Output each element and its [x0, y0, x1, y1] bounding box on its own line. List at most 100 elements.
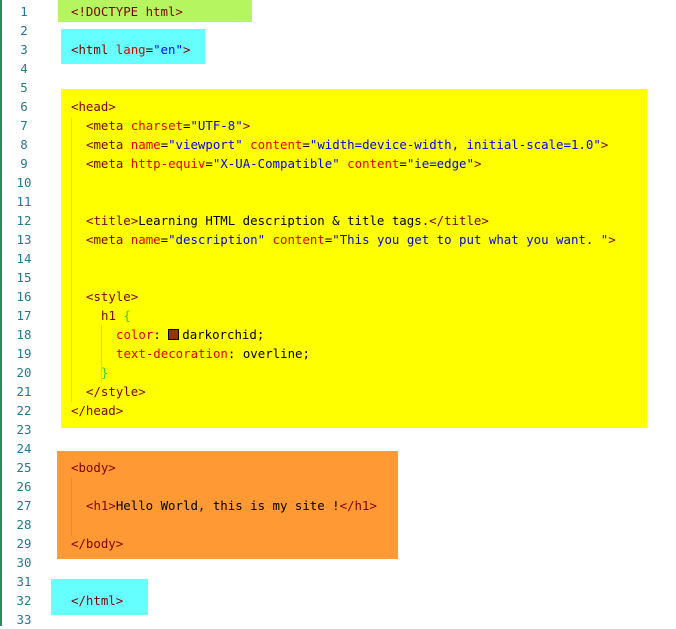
code-line-style-open: <style>: [86, 287, 138, 306]
title-tag-token: <title>: [86, 213, 139, 228]
line-number: 19: [16, 346, 32, 361]
code-line-selector: h1 {: [101, 306, 131, 325]
bracket-token: >: [608, 232, 616, 247]
code-line-meta-compat: <meta http-equiv="X-UA-Compatible" conte…: [86, 156, 482, 171]
colon-token: :: [153, 327, 169, 342]
string-token: "description": [168, 232, 266, 247]
attr-token: content: [347, 156, 400, 171]
code-line-head-open: <head>: [71, 97, 116, 116]
line-number: 5: [20, 80, 28, 95]
meta-tag-token: <meta: [86, 118, 124, 133]
line-number: 8: [20, 137, 28, 152]
attr-token: content: [250, 137, 303, 152]
line-number: 17: [16, 308, 32, 323]
line-number: 6: [20, 99, 28, 114]
color-swatch-icon[interactable]: [168, 329, 180, 340]
code-line-doctype: <!DOCTYPE html>: [71, 2, 183, 21]
style-close-token: </style>: [86, 384, 146, 399]
property-token: text-decoration: [116, 346, 228, 361]
code-line-body-open: <body>: [71, 458, 116, 477]
string-token: "UTF-8": [190, 118, 243, 133]
bracket-token: >: [182, 42, 191, 57]
style-tag-token: <style>: [86, 289, 139, 304]
line-number: 22: [16, 403, 32, 418]
code-line-body-close: </body>: [71, 534, 123, 553]
selector-token: h1: [101, 308, 116, 323]
code-line-meta-charset: <meta charset="UTF-8">: [86, 118, 251, 133]
h1-tag-token: <h1>: [86, 498, 116, 513]
attr-token: lang: [115, 42, 146, 57]
head-section-highlight: [61, 89, 647, 428]
title-text-token: Learning HTML description & title tags.: [138, 213, 430, 228]
value-token: overline: [242, 346, 303, 361]
line-number: 31: [16, 574, 32, 589]
html-tag-token: <html: [71, 42, 109, 57]
code-line-html-close: </html>: [71, 591, 123, 610]
code-line-color-prop: color: darkorchid;: [116, 325, 264, 344]
value-token: darkorchid: [182, 327, 257, 342]
line-number: 16: [16, 289, 32, 304]
line-number: 7: [20, 118, 28, 133]
doctype-token: <!DOCTYPE html>: [71, 4, 183, 19]
attr-token: name: [130, 232, 161, 247]
attr-token: name: [130, 137, 161, 152]
semicolon-token: ;: [256, 327, 265, 342]
line-number: 14: [16, 251, 32, 266]
style-indent-guide: [101, 325, 102, 383]
line-number: 32: [16, 593, 32, 608]
semicolon-token: ;: [302, 346, 310, 361]
string-token: "ie=edge": [406, 156, 474, 171]
line-number: 1: [20, 4, 28, 19]
line-number: 24: [16, 441, 32, 456]
code-line-meta-viewport: <meta name="viewport" content="width=dev…: [86, 137, 609, 152]
line-number: 20: [16, 365, 32, 380]
head-close-token: </head>: [71, 403, 124, 418]
colon-token: :: [227, 346, 243, 361]
attr-token: http-equiv: [130, 156, 206, 171]
brace-token: {: [123, 308, 131, 323]
body-indent-guide: [71, 478, 72, 536]
h1-text-token: Hello World, this is my site !: [115, 498, 340, 513]
code-line-decoration-prop: text-decoration: overline;: [116, 344, 310, 363]
html-close-highlight: [51, 579, 148, 615]
string-token: "width=device-width, initial-scale=1.0": [309, 137, 601, 152]
head-tag-token: <head>: [71, 99, 116, 114]
line-number: 28: [16, 517, 32, 532]
string-token: "viewport": [168, 137, 243, 152]
line-number: 30: [16, 555, 32, 570]
body-section-highlight: [57, 451, 398, 559]
code-line-style-close: </style>: [86, 382, 146, 401]
line-number: 15: [16, 270, 32, 285]
code-line-head-close: </head>: [71, 401, 123, 420]
code-line-brace-close: }: [101, 363, 108, 382]
line-number: 11: [16, 194, 32, 209]
body-close-token: </body>: [71, 536, 124, 551]
line-number-gutter: 1 2 3 4 5 6 7 8 9 10 11 12 13 14 15 16 1…: [2, 0, 50, 627]
line-number: 33: [16, 612, 32, 627]
line-number: 3: [20, 42, 28, 57]
line-number: 26: [16, 479, 32, 494]
editor-left-border: [0, 0, 2, 626]
line-number: 27: [16, 498, 32, 513]
meta-tag-token: <meta: [86, 137, 124, 152]
bracket-token: >: [242, 118, 251, 133]
string-token: "en": [153, 42, 183, 57]
attr-token: charset: [130, 118, 183, 133]
bracket-token: >: [473, 156, 482, 171]
html-open-highlight: [61, 29, 205, 64]
html-close-token: </html>: [71, 593, 124, 608]
line-number: 4: [20, 61, 28, 76]
code-line-h1: <h1>Hello World, this is my site !</h1>: [86, 496, 377, 515]
line-number: 12: [16, 213, 32, 228]
string-token: "X-UA-Compatible": [212, 156, 340, 171]
code-line-meta-description: <meta name="description" content="This y…: [86, 232, 616, 247]
line-number: 29: [16, 536, 32, 551]
line-number: 10: [16, 175, 32, 190]
string-token: "This you get to put what you want. ": [332, 232, 609, 247]
title-close-token: </title>: [429, 213, 489, 228]
property-token: color: [116, 327, 154, 342]
doctype-highlight: [58, 0, 252, 22]
code-line-title: <title>Learning HTML description & title…: [86, 211, 489, 230]
body-tag-token: <body>: [71, 460, 116, 475]
meta-tag-token: <meta: [86, 156, 124, 171]
